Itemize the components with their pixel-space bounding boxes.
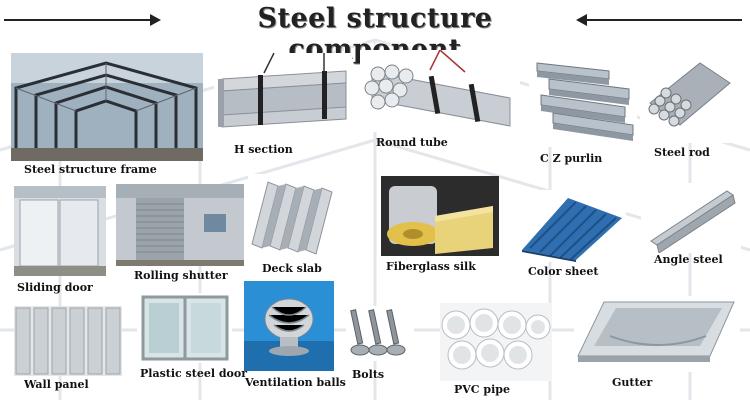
item-label: Color sheet (528, 265, 599, 278)
wall-panel-photo (14, 306, 122, 376)
item-label: C Z purlin (540, 152, 603, 165)
item-label: Sliding door (17, 281, 93, 294)
round-tube-photo (360, 50, 520, 132)
right-arrow-line (584, 19, 742, 21)
pvc-pipe-photo (440, 303, 552, 381)
h-beam-photo (214, 53, 352, 133)
ventilation-ball-photo (244, 281, 334, 371)
purlin-photo (529, 55, 637, 147)
plastic-steel-door-photo (137, 293, 232, 363)
item-label: Steel rod (654, 146, 710, 159)
item-label: Angle steel (654, 253, 723, 266)
deck-slab-photo (248, 174, 338, 260)
item-label: Steel structure frame (24, 163, 157, 176)
angle-steel-photo (641, 183, 741, 253)
rolling-shutter-photo (116, 184, 244, 266)
item-label: Plastic steel door (140, 367, 247, 380)
bolts-photo (346, 306, 414, 361)
item-label: Bolts (352, 368, 385, 381)
item-label: Gutter (612, 376, 653, 389)
steel-rod-photo (640, 53, 740, 143)
item-label: Ventilation balls (245, 376, 346, 389)
item-label: Deck slab (262, 262, 322, 275)
item-label: Rolling shutter (134, 269, 228, 282)
item-label: H section (234, 143, 293, 156)
item-label: PVC pipe (454, 383, 510, 396)
color-sheet-photo (518, 190, 626, 262)
item-label: Fiberglass silk (386, 260, 476, 273)
fiberglass-photo (381, 176, 499, 256)
item-label: Round tube (376, 136, 448, 149)
sliding-door-photo (14, 186, 106, 276)
header: Steel structure component (0, 0, 750, 65)
left-arrow-line (4, 19, 154, 21)
steel-frame-photo (11, 53, 203, 161)
left-arrow-icon (576, 14, 587, 26)
right-arrow-icon (150, 14, 161, 26)
item-label: Wall panel (24, 378, 89, 391)
gutter-photo (574, 296, 740, 372)
